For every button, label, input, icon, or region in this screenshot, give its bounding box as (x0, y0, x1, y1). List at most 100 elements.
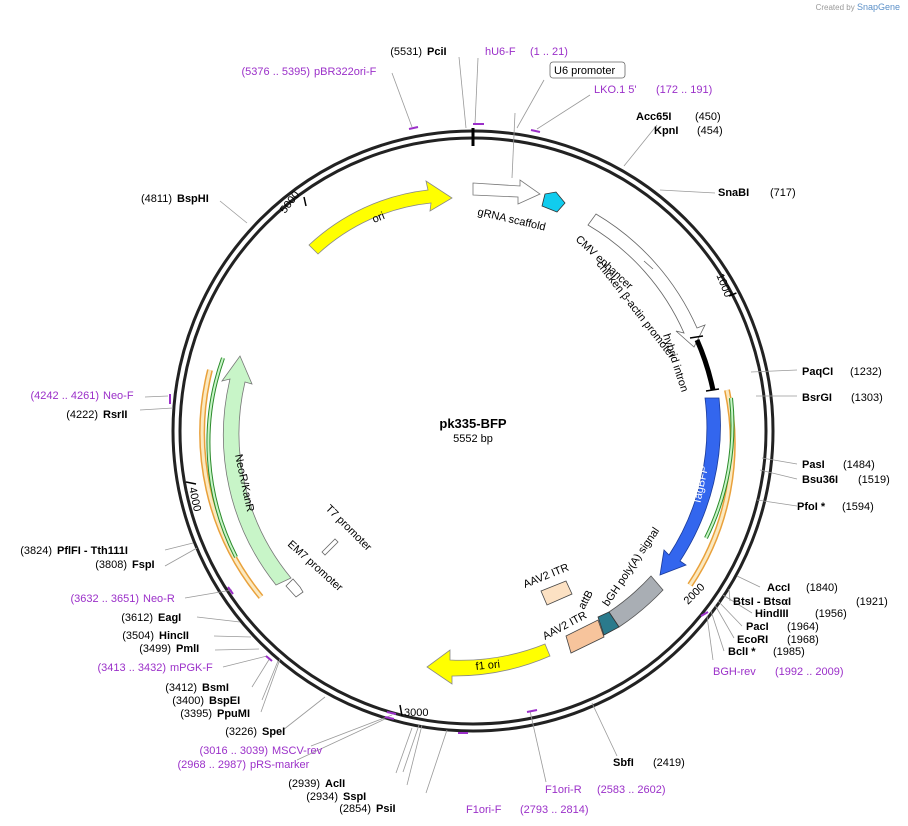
aav2-itr-upper[interactable] (540, 580, 573, 606)
primer-f1ori-r[interactable]: F1ori-R (545, 784, 582, 796)
site-sbfi-pos: (2419) (653, 757, 685, 769)
site-bcli[interactable]: BclI * (728, 646, 756, 658)
site-hindiii[interactable]: HindIII (755, 608, 789, 620)
site-snabi-pos: (717) (770, 187, 796, 199)
primer-pbr322ori-f[interactable]: pBR322ori-F (314, 66, 377, 78)
site-ecori-pos: (1968) (787, 634, 819, 646)
site-bsphi[interactable]: BspHI (177, 193, 209, 205)
aav2-itr-lower[interactable] (565, 619, 605, 654)
primer-mscv-rev[interactable]: MSCV-rev (272, 745, 323, 757)
primer-bgh-rev[interactable]: BGH-rev (713, 666, 756, 678)
site-bsu36i[interactable]: Bsu36I (802, 474, 838, 486)
primer-neo-r-range: (3632 .. 3651) (71, 593, 140, 605)
credit-prefix: Created by (815, 3, 855, 12)
tick-2000: 2000 (682, 581, 708, 607)
grna-cyan-block[interactable] (541, 191, 566, 213)
site-bcli-pos: (1985) (773, 646, 805, 658)
site-bsrgi[interactable]: BsrGI (802, 392, 832, 404)
site-btsi[interactable]: BtsI - BtsαI (733, 596, 791, 608)
primer-neo-r[interactable]: Neo-R (143, 593, 175, 605)
primer-mpgk-f[interactable]: mPGK-F (170, 662, 213, 674)
site-rsrii-pos: (4222) (66, 409, 98, 421)
primer-neo-f[interactable]: Neo-F (103, 390, 134, 402)
site-btsi-pos: (1921) (856, 596, 888, 608)
primer-lko1[interactable]: LKO.1 5' (594, 84, 636, 96)
grna-scaffold-arrow[interactable] (472, 179, 541, 205)
site-bsu36i-pos: (1519) (858, 474, 890, 486)
site-paqci-pos: (1232) (850, 366, 882, 378)
primer-bgh-rev-range: (1992 .. 2009) (775, 666, 844, 678)
site-hincii-pos: (3504) (122, 630, 154, 642)
ori-arrow[interactable] (308, 180, 453, 255)
site-bspei-pos: (3400) (172, 695, 204, 707)
site-pcii-pos: (5531) (390, 46, 422, 58)
primer-prs-marker[interactable]: pRS-marker (250, 759, 310, 771)
site-pfoi[interactable]: PfoI * (797, 501, 826, 513)
tick-4000: 4000 (186, 486, 203, 512)
t7-promoter-arrow[interactable] (321, 538, 339, 556)
site-spei[interactable]: SpeI (262, 726, 285, 738)
site-fspi-pos: (3808) (95, 559, 127, 571)
site-pcii[interactable]: PciI (427, 46, 447, 58)
f1-ori-arrow[interactable] (426, 643, 551, 685)
em7-promoter-arrow[interactable] (285, 578, 304, 598)
site-acli[interactable]: AclI (325, 778, 345, 790)
site-sbfi[interactable]: SbfI (613, 757, 634, 769)
site-pmli[interactable]: PmlI (176, 643, 199, 655)
primer-marks (169, 123, 709, 734)
primer-hu6-f[interactable]: hU6-F (485, 46, 516, 58)
site-psii[interactable]: PsiI (376, 803, 396, 815)
site-snabi[interactable]: SnaBI (718, 187, 749, 199)
primers: hU6-F (1 .. 21) (5376 .. 5395) pBR322ori… (31, 46, 844, 816)
site-spei-pos: (3226) (225, 726, 257, 738)
neor-kanr-arrow[interactable] (221, 355, 292, 586)
site-kpni[interactable]: KpnI (654, 125, 678, 137)
site-pasi-pos: (1484) (843, 459, 875, 471)
cmv-cba-arrow[interactable] (587, 213, 706, 348)
site-bspei[interactable]: BspEI (209, 695, 240, 707)
site-paci-pos: (1964) (787, 621, 819, 633)
site-pmli-pos: (3499) (139, 643, 171, 655)
site-bsphi-pos: (4811) (141, 193, 172, 205)
site-ppumi-pos: (3395) (180, 708, 212, 720)
restriction-sites: (5531) PciI Acc65I (450) KpnI (454) SnaB… (20, 46, 890, 815)
hybrid-intron-bar[interactable] (694, 338, 716, 391)
site-bsmi-pos: (3412) (165, 682, 197, 694)
site-sspi[interactable]: SspI (343, 791, 366, 803)
primer-f1ori-f[interactable]: F1ori-F (466, 804, 502, 816)
tagbfp-arrow[interactable] (659, 397, 721, 576)
site-psii-pos: (2854) (339, 803, 371, 815)
site-acc65i[interactable]: Acc65I (636, 111, 671, 123)
site-pasi[interactable]: PasI (802, 459, 825, 471)
site-ppumi[interactable]: PpuMI (217, 708, 250, 720)
site-ecori[interactable]: EcoRI (737, 634, 768, 646)
site-hindiii-pos: (1956) (815, 608, 847, 620)
attb-block[interactable] (597, 611, 620, 636)
plasmid-length: 5552 bp (453, 433, 493, 445)
site-pflfi[interactable]: PflFI - Tth111I (57, 545, 128, 557)
site-bsmi[interactable]: BsmI (202, 682, 229, 694)
u6-promoter-tag[interactable]: U6 promoter (549, 61, 626, 79)
site-fspi[interactable]: FspI (132, 559, 155, 571)
backbone (171, 128, 775, 733)
leader-lines (139, 56, 798, 794)
hybrid-intron-label: hybrid intron (660, 332, 690, 393)
site-acli-pos: (2939) (288, 778, 320, 790)
site-pflfi-pos: (3824) (20, 545, 52, 557)
site-sspi-pos: (2934) (306, 791, 338, 803)
site-eagi[interactable]: EagI (158, 612, 181, 624)
primer-f1ori-r-range: (2583 .. 2602) (597, 784, 666, 796)
site-rsrii[interactable]: RsrII (103, 409, 127, 421)
site-bsrgi-pos: (1303) (851, 392, 883, 404)
site-acc65i-pos: (450) (695, 111, 721, 123)
tick-3000: 3000 (404, 707, 428, 719)
site-kpni-pos: (454) (697, 125, 723, 137)
site-hincii[interactable]: HincII (159, 630, 189, 642)
site-paci[interactable]: PacI (746, 621, 769, 633)
primer-neo-f-range: (4242 .. 4261) (31, 390, 100, 402)
site-acci[interactable]: AccI (767, 582, 790, 594)
site-paqci[interactable]: PaqCI (802, 366, 833, 378)
site-eagi-pos: (3612) (121, 612, 153, 624)
f1-ori-label: f1 ori (475, 658, 501, 672)
